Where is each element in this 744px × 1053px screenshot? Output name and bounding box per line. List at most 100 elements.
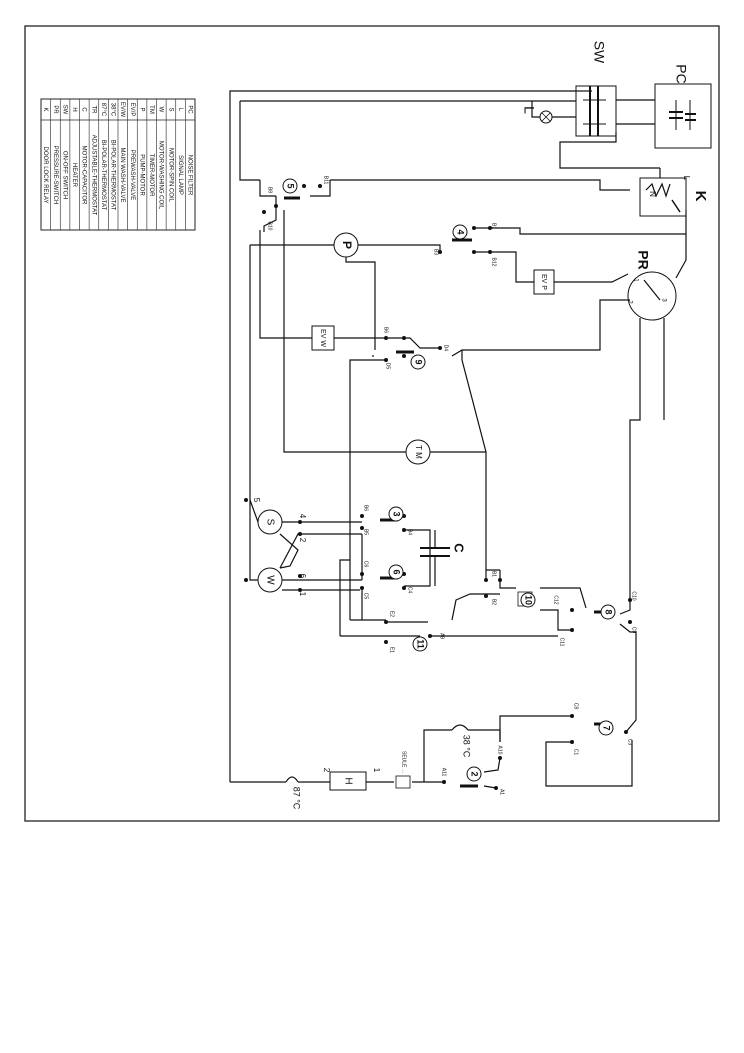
- legend-code-12: H: [71, 107, 77, 111]
- thermo-87-label: 87 °C: [292, 787, 302, 810]
- legend-description-14: PRESSURE-SWITCH: [52, 146, 58, 205]
- legend-code-0: PC: [187, 105, 193, 114]
- cam-number-10: 10: [524, 595, 534, 605]
- heater-pin-2: 2: [322, 768, 331, 773]
- cam-number-7: 7: [602, 725, 612, 730]
- legend-code-4: TM: [148, 105, 154, 114]
- legend-description-10: ADJUSTABLE-THERMOSTAT: [90, 135, 96, 216]
- legend-description-7: MAIN WASH-VALVE: [119, 148, 125, 203]
- legend-code-1: L: [177, 108, 183, 112]
- term-a10: A10: [497, 746, 503, 755]
- term-b11: B11: [323, 176, 329, 185]
- cam-number-8: 8: [604, 609, 614, 614]
- terminal-nodes: [244, 184, 632, 790]
- pc-label: PC: [673, 64, 689, 83]
- motor-pin-4: 4: [298, 514, 307, 519]
- legend-description-13: ON-OFF SWITCH: [61, 151, 67, 199]
- term-c8: C8: [573, 703, 579, 710]
- legend-code-15: K: [42, 107, 48, 111]
- pump-label: P: [340, 241, 354, 249]
- legend-code-2: S: [167, 107, 173, 111]
- term-d4: D4: [443, 345, 449, 352]
- pr-pin-1: 1: [632, 278, 638, 282]
- pr-pin-2: 2: [626, 300, 632, 304]
- term-b4: B4: [407, 529, 413, 535]
- term-a1: A1: [499, 789, 505, 795]
- motor-pin-5: 5: [252, 498, 261, 503]
- legend-code-3: W: [158, 107, 164, 113]
- legend-description-5: PUMP-MOTOR: [138, 154, 144, 196]
- term-c4: C4: [407, 587, 413, 594]
- legend-description-12: HEATER: [71, 163, 77, 188]
- cam-circle-8: [600, 604, 616, 620]
- heater-pin-1: 1: [372, 768, 381, 773]
- legend-code-5: P: [138, 107, 144, 111]
- timer-motor-label: T M: [414, 445, 423, 459]
- motor-pin-2: 2: [298, 538, 307, 543]
- legend-description-11: MOTOR-CAPACITOR: [81, 146, 87, 205]
- capacitor-label: C: [452, 543, 467, 553]
- term-c3: C3: [627, 739, 633, 746]
- legend-code-13: SW: [61, 105, 67, 115]
- heater-label: H: [342, 777, 353, 784]
- legend-description-2: MOTOR-SPIN COIL: [167, 148, 173, 203]
- legend-code-10: TR: [90, 106, 96, 115]
- term-c5: C5: [363, 593, 369, 600]
- ev-p-label: EV P: [540, 274, 547, 290]
- cam-circle-5: [282, 178, 298, 194]
- heater-small-note: SEULE ...: [401, 751, 407, 773]
- term-b1-lower: B1: [491, 571, 497, 577]
- legend-code-11: C: [81, 107, 87, 112]
- cam-circle-7: [598, 720, 614, 736]
- term-a9: A9: [439, 633, 445, 639]
- cam-number-11: 11: [416, 639, 426, 649]
- pr-pin-3: 3: [660, 298, 666, 302]
- diagram-frame: [24, 25, 720, 822]
- cam-number-6: 6: [392, 569, 402, 574]
- thermo-38-label: 38 °C: [462, 735, 472, 758]
- cam-number-3: 3: [392, 511, 402, 516]
- wiring: [229, 83, 712, 791]
- term-b1: B1: [491, 223, 497, 229]
- term-e1: E1: [389, 647, 395, 653]
- legend-description-6: PREWASH-VALVE: [129, 150, 135, 201]
- sw-label: SW: [591, 41, 607, 64]
- cam-number-9: 9: [414, 359, 424, 364]
- ev-w-label: EV W: [319, 329, 326, 347]
- legend-code-8: 38°C: [110, 103, 116, 117]
- filter-pin-l: L: [682, 176, 691, 181]
- term-b2: B2: [491, 599, 497, 605]
- cam-circle-6: [388, 564, 404, 580]
- legend-description-4: TIMER-MOTOR: [148, 154, 154, 198]
- term-c10: C10: [631, 591, 637, 600]
- motor-pin-6: 6: [298, 574, 307, 579]
- legend-code-7: EV/W: [119, 102, 125, 118]
- timer-cam-markers: 5 4 9 3 6 10 8 11 7 2: [282, 178, 616, 782]
- term-d5: D5: [385, 363, 391, 370]
- term-b6-lower: B6: [363, 505, 369, 511]
- term-b6: B6: [383, 327, 389, 333]
- legend-description-1: SIGNAL LAMP: [177, 155, 183, 195]
- term-c1: C1: [573, 749, 579, 756]
- cam-number-5: 5: [286, 183, 296, 188]
- term-b8: B8: [267, 187, 273, 193]
- cam-circle-2: [466, 766, 482, 782]
- legend-description-3: MOTOR-WASHING COIL: [158, 141, 164, 210]
- cam-number-2: 2: [470, 771, 480, 776]
- pr-label: PR: [635, 250, 651, 269]
- term-c9: C9: [631, 627, 637, 634]
- k-label: K: [692, 191, 709, 202]
- legend-code-14: PR: [52, 105, 58, 114]
- term-b5: B5: [363, 529, 369, 535]
- spin-coil-label: S: [264, 519, 275, 526]
- term-c12: C12: [553, 595, 559, 604]
- term-b3: B3: [433, 249, 439, 255]
- term-c6: C6: [363, 561, 369, 568]
- term-a11: A11: [441, 768, 447, 777]
- filter-pin-n: N: [648, 191, 657, 197]
- wash-coil-label: W: [264, 575, 275, 585]
- legend-description-15: DOOR LOCK RELAY: [42, 147, 48, 204]
